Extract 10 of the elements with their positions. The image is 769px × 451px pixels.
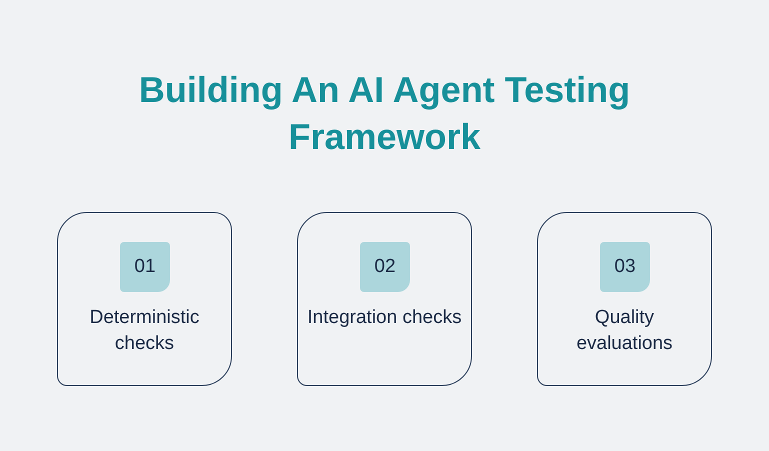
step-label: Quality evaluations	[575, 306, 674, 356]
step-number-badge: 01	[120, 242, 170, 292]
title: Building An AI Agent Testing Framework	[138, 68, 632, 159]
step-label: Integration checks	[306, 306, 463, 330]
step-number-badge: 02	[360, 242, 410, 292]
step-card	[297, 212, 472, 386]
step-card	[57, 212, 232, 386]
step-number-badge: 03	[600, 242, 650, 292]
step-label: Deterministic checks	[88, 306, 200, 356]
step-card	[537, 212, 712, 386]
